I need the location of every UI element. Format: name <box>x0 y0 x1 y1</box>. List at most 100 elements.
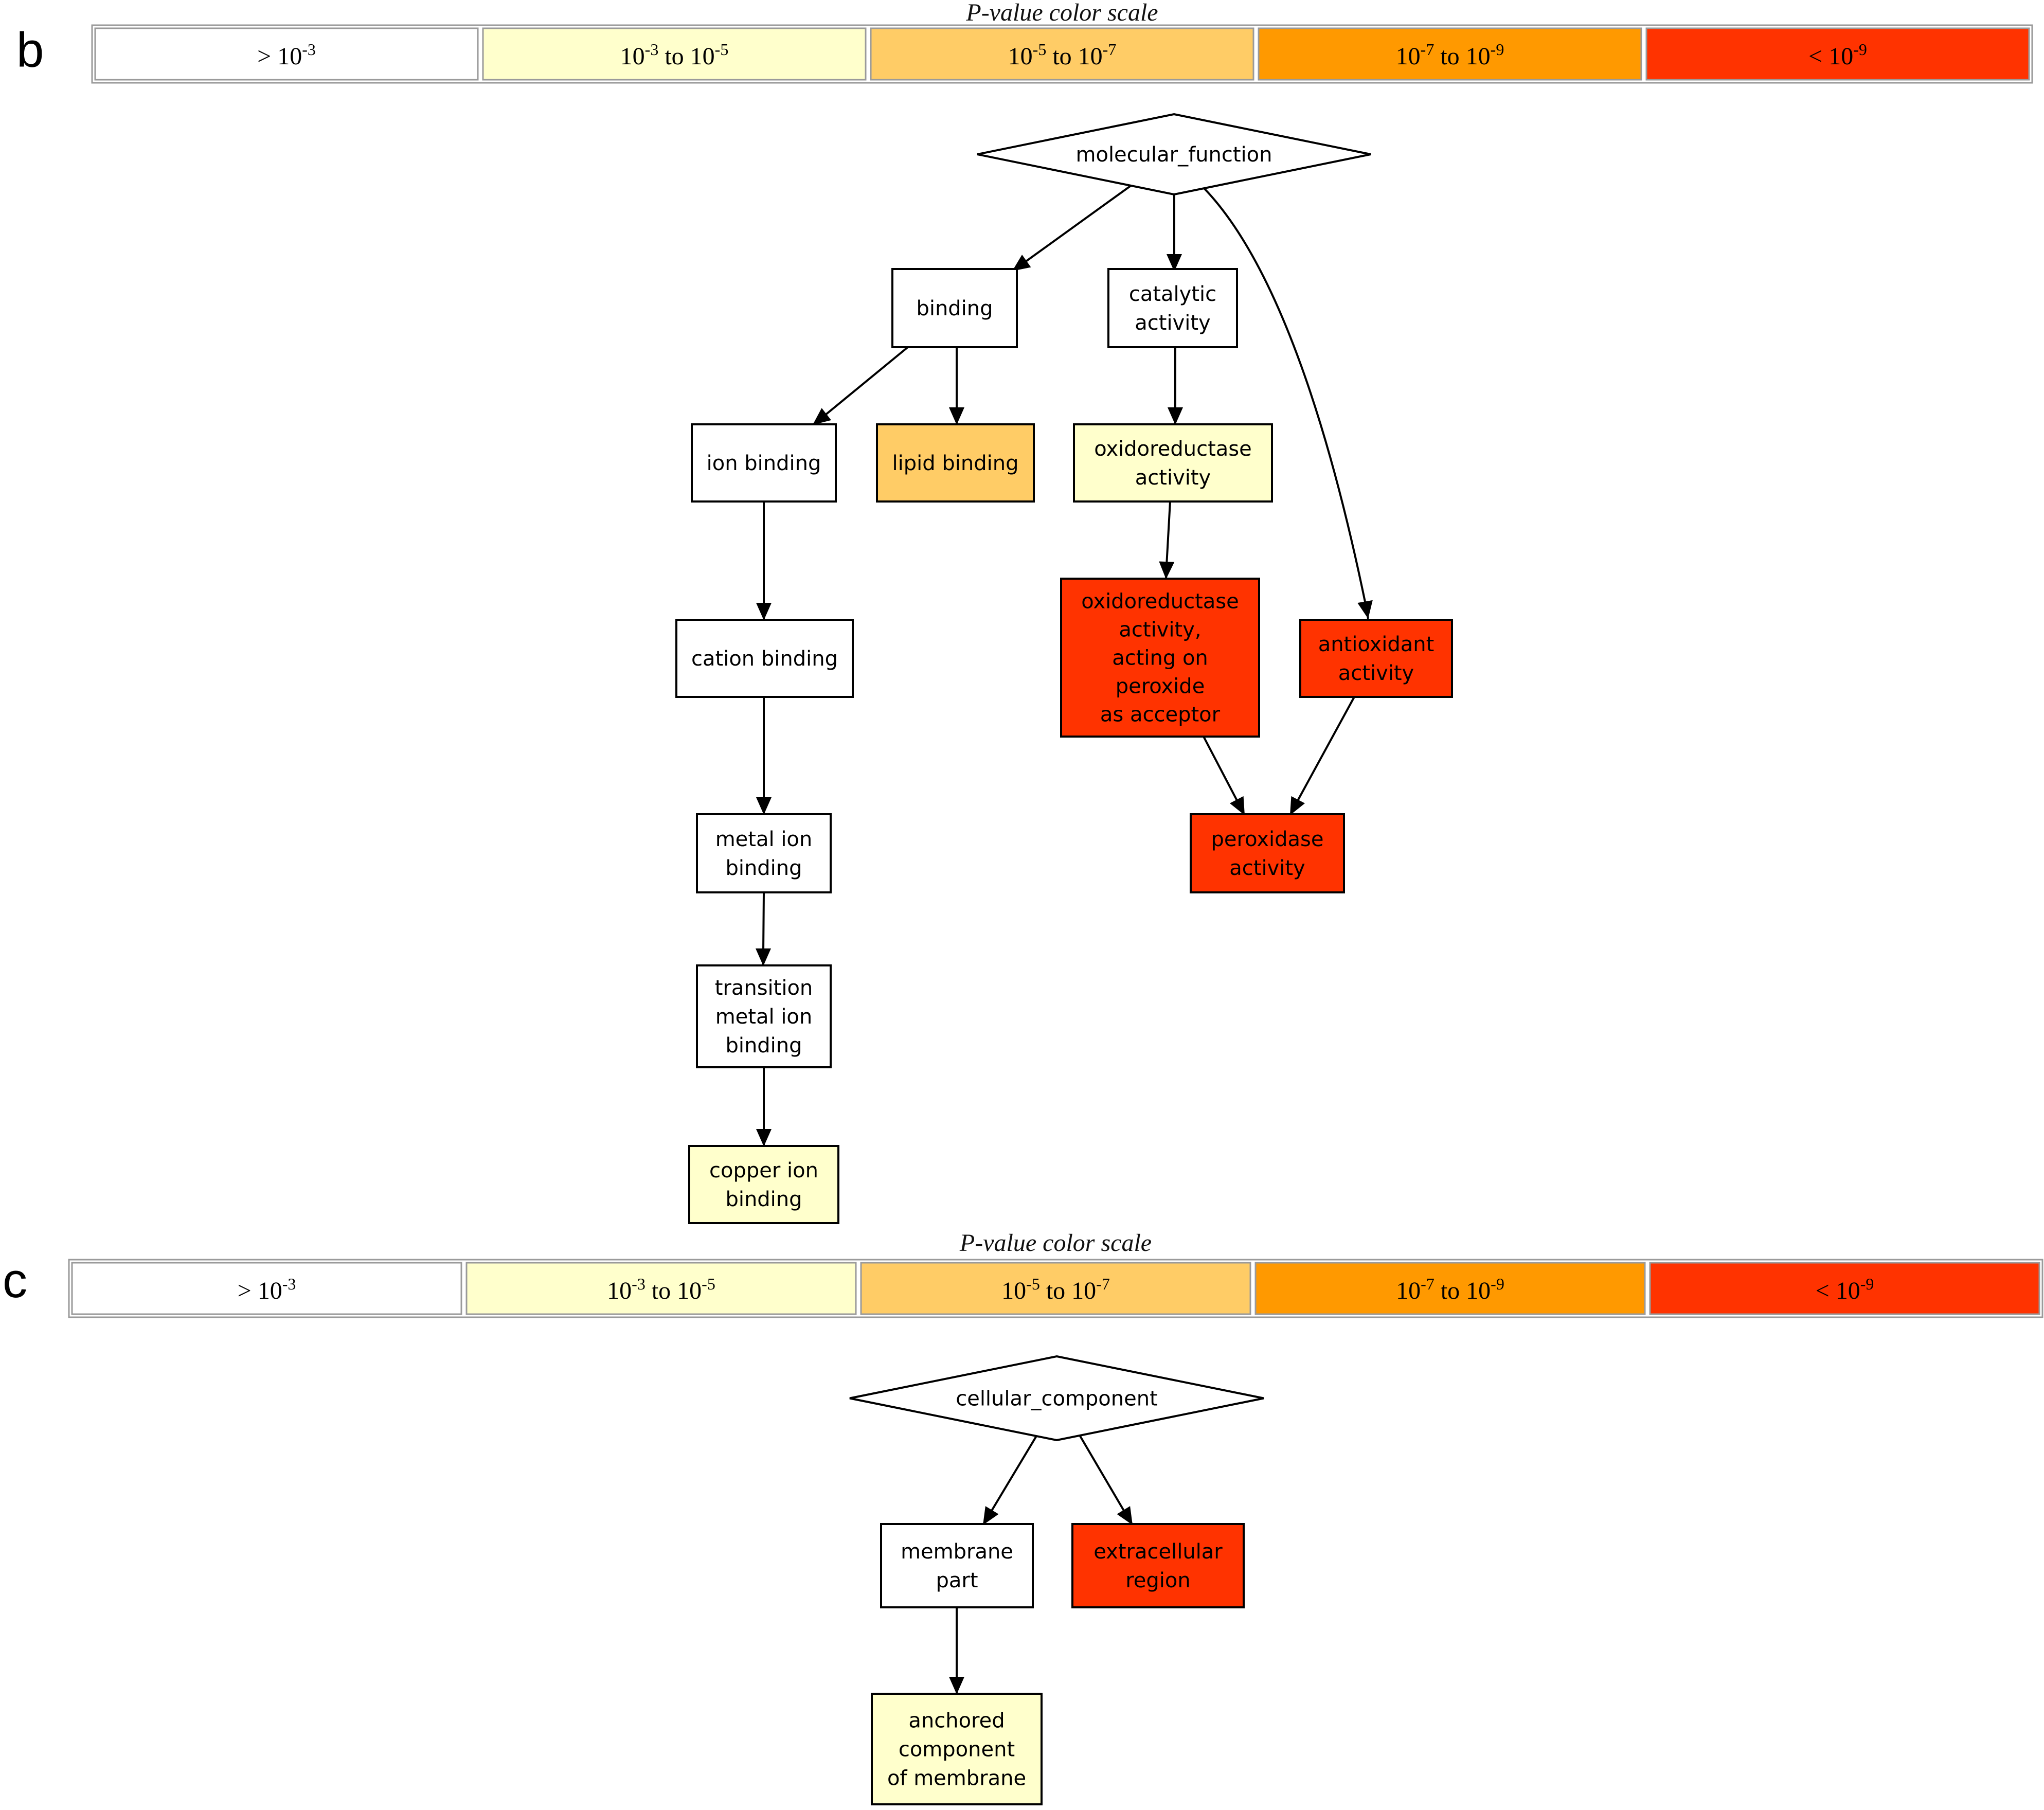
arrowhead <box>756 1129 772 1146</box>
arrowhead <box>949 407 964 425</box>
edge-molecular-function-to-binding <box>1011 184 1133 272</box>
p-value-color-scale: P-value color scale> 10-3​10-3​ to 10-5​… <box>68 1229 2043 1318</box>
scale-bin-label: > 10-3​ <box>257 40 316 70</box>
scale-bin <box>1258 27 1642 81</box>
scale-bin <box>1649 1262 2040 1315</box>
edges <box>949 1435 1134 1694</box>
node-binding: binding <box>891 268 1018 348</box>
edge-line <box>812 346 909 426</box>
scale-title: P-value color scale <box>965 0 1158 26</box>
node-label: anchored <box>908 1709 1005 1733</box>
node-label: cation binding <box>691 647 838 671</box>
scale-bin-label: 10-5​ to 10-7​ <box>1008 40 1117 70</box>
node-label: acting on <box>1112 647 1208 670</box>
node-shape <box>849 1355 1264 1442</box>
node-ion-binding: ion binding <box>691 423 837 503</box>
edge-transition-metal-ion-binding-to-copper-ion-binding <box>756 1067 772 1146</box>
node-label: activity <box>1229 856 1305 880</box>
scale-bin <box>71 1262 462 1315</box>
node-label: activity <box>1338 661 1414 685</box>
node-shape <box>696 964 832 1068</box>
edge-line <box>1203 187 1369 619</box>
node-anchored-component: anchored component of membrane <box>871 1693 1043 1805</box>
scale-bin-label: < 10-9​ <box>1808 40 1867 70</box>
scale-bin <box>465 1262 857 1315</box>
node-label: activity, <box>1119 618 1201 642</box>
panel-letter: c <box>3 1253 27 1308</box>
scale-bin-label: > 10-3​ <box>238 1275 296 1304</box>
node-label: binding <box>725 1034 802 1058</box>
node-shape <box>871 1693 1043 1805</box>
arrowhead <box>1167 254 1182 272</box>
scale-bin <box>860 1262 1251 1315</box>
p-value-color-scale: P-value color scale > 10-3​ 10-3​ to 10-5​… <box>91 0 2033 84</box>
scale-bin-label: 10-3​ to 10-5​ <box>620 40 729 70</box>
scale-bin-label: 10-7​ to 10-9​ <box>1396 1275 1504 1304</box>
arrowhead <box>1168 407 1183 425</box>
edge-catalytic-activity-to-oxidoreductase-activity <box>1168 347 1183 425</box>
node-oxidoreductase-peroxide: oxidoreductase activity, acting on peroxide… <box>1060 578 1260 738</box>
node-label: binding <box>725 1188 802 1211</box>
node-label: peroxide <box>1116 675 1205 698</box>
node-shape <box>1107 268 1238 348</box>
node-label: binding <box>916 297 993 320</box>
edge-binding-to-ion-binding <box>812 346 909 426</box>
node-shape <box>1071 1523 1245 1608</box>
scale-bin <box>870 27 1254 81</box>
node-label: antioxidant <box>1318 633 1435 656</box>
node-label: of membrane <box>887 1767 1026 1790</box>
arrowhead <box>949 1677 964 1694</box>
edge-line <box>1011 184 1133 272</box>
edge-cation-binding-to-metal-ion-binding <box>756 697 772 815</box>
node-label: catalytic <box>1129 282 1216 306</box>
node-label: membrane <box>901 1540 1013 1564</box>
node-cellular-component: cellular_component <box>849 1355 1264 1442</box>
edge-antioxidant-activity-to-peroxidase-activity <box>1289 696 1355 816</box>
panel-b-molecular-function: b P-value color scale> 10-3​10-3​ to 10-… <box>16 0 2033 1224</box>
node-label: oxidoreductase <box>1094 437 1251 461</box>
node-membrane-part: membrane part <box>880 1523 1034 1608</box>
edge-molecular-function-to-antioxidant-activity <box>1203 187 1373 619</box>
node-shape <box>1190 813 1345 893</box>
node-label: component <box>899 1738 1015 1762</box>
node-shape <box>891 268 1018 348</box>
arrowhead <box>1290 796 1305 815</box>
node-label: metal ion <box>715 828 813 851</box>
node-shape <box>696 813 832 893</box>
node-label: cellular_component <box>956 1387 1158 1411</box>
nodes: molecular_functionbindingcatalyticactivi… <box>675 113 1453 1224</box>
scale-bin <box>1645 27 2030 81</box>
arrowhead <box>756 797 772 815</box>
node-shape <box>1299 619 1453 698</box>
edge-line <box>1289 696 1355 816</box>
arrowhead <box>756 603 772 620</box>
node-label: part <box>936 1569 978 1592</box>
node-molecular-function: molecular_function <box>977 113 1371 196</box>
node-label: ion binding <box>707 452 821 475</box>
scale-bin-label: 10-7​ to 10-9​ <box>1396 40 1504 70</box>
scale-bin <box>482 27 867 81</box>
arrowhead <box>813 408 832 425</box>
scale-bin <box>94 27 479 81</box>
edges <box>756 184 1373 1146</box>
node-label: oxidoreductase <box>1081 590 1239 614</box>
arrowhead <box>983 1506 999 1525</box>
edge-molecular-function-to-catalytic-activity <box>1167 193 1182 272</box>
node-label: copper ion <box>709 1159 818 1182</box>
arrowhead <box>1117 1506 1133 1525</box>
node-label: region <box>1125 1569 1191 1592</box>
edge-binding-to-lipid-binding <box>949 347 964 425</box>
arrowhead <box>1012 255 1031 271</box>
scale-title: P-value color scale <box>959 1229 1152 1257</box>
arrowhead <box>1159 561 1175 579</box>
edge-metal-ion-binding-to-transition-metal-ion-binding <box>756 892 771 966</box>
nodes: cellular_component membrane part extracellu… <box>849 1355 1264 1805</box>
scale-frame <box>68 1259 2043 1318</box>
node-copper-ion-binding: copper ion binding <box>688 1145 839 1224</box>
edge-cellular-component-to-membrane-part <box>982 1435 1037 1526</box>
